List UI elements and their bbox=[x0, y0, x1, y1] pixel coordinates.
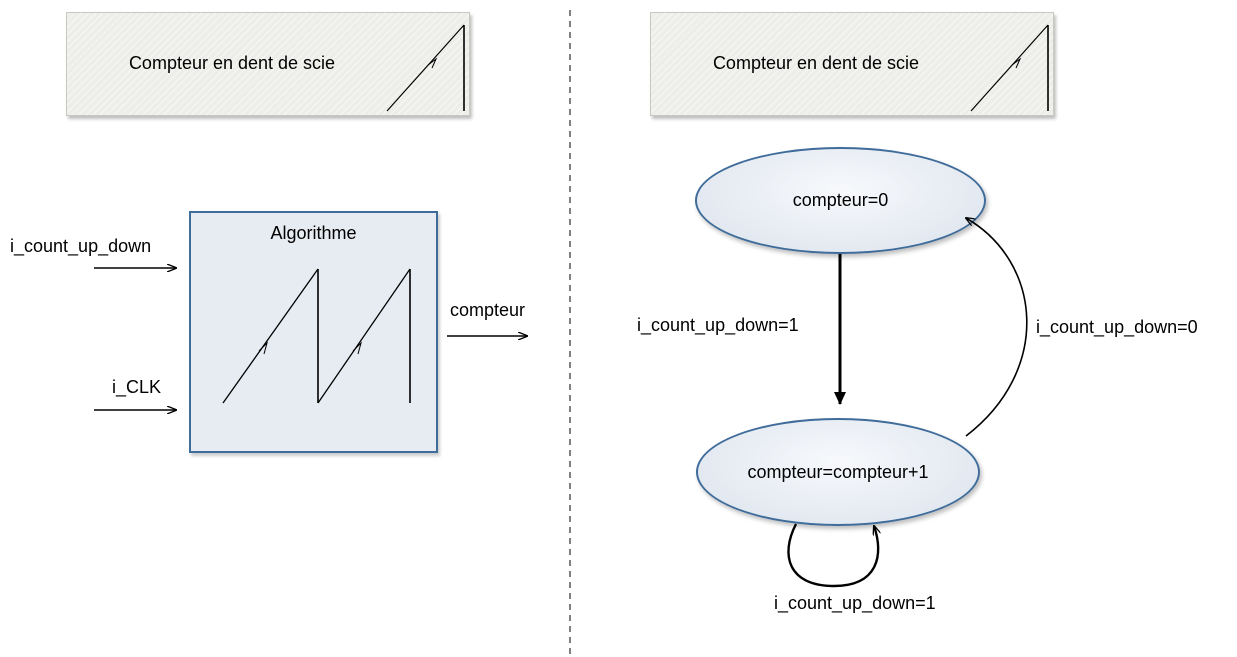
state-label: compteur=0 bbox=[792, 190, 889, 210]
input-label-clk: i_CLK bbox=[112, 377, 162, 397]
sawtooth-icon bbox=[970, 24, 1049, 112]
output-label-compteur: compteur bbox=[450, 300, 526, 320]
transition-label-down: i_count_up_down=1 bbox=[637, 315, 799, 335]
algorithm-title: Algorithme bbox=[270, 223, 357, 243]
title-text: Compteur en dent de scie bbox=[712, 53, 920, 73]
transition-label-back: i_count_up_down=0 bbox=[1036, 317, 1198, 337]
sawtooth-waveform-icon bbox=[222, 268, 411, 404]
state-compteur-increment: compteur=compteur+1 bbox=[696, 418, 980, 526]
input-label-count-up-down: i_count_up_down bbox=[10, 236, 152, 256]
transition-label-self-loop: i_count_up_down=1 bbox=[774, 593, 936, 613]
title-box-right: Compteur en dent de scie bbox=[650, 12, 1054, 116]
transition-arrow-back bbox=[966, 218, 1028, 437]
algorithm-block: Algorithme bbox=[189, 211, 438, 453]
title-text: Compteur en dent de scie bbox=[128, 53, 336, 73]
state-compteur-zero: compteur=0 bbox=[695, 147, 986, 254]
state-label: compteur=compteur+1 bbox=[747, 461, 929, 482]
transition-self-loop bbox=[787, 523, 878, 588]
sawtooth-icon bbox=[386, 24, 465, 112]
title-box-left: Compteur en dent de scie bbox=[66, 12, 470, 116]
